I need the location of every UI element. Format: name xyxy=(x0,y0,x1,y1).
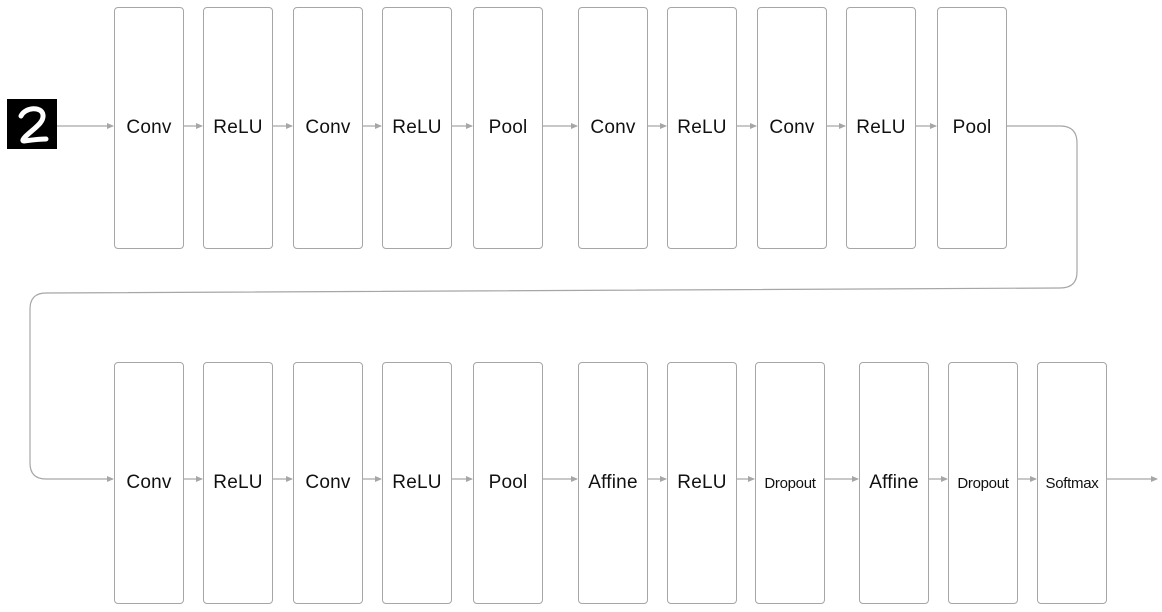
layer-affine-block: Affine xyxy=(859,362,929,604)
layer-affine-block: Affine xyxy=(578,362,648,604)
layer-conv-block: Conv xyxy=(114,362,184,604)
layer-relu-block: ReLU xyxy=(203,7,273,249)
layer-label: Affine xyxy=(588,472,638,493)
layer-conv-block: Conv xyxy=(293,7,363,249)
digit-two-icon xyxy=(18,106,49,144)
layer-label: Conv xyxy=(769,117,815,138)
layer-label: ReLU xyxy=(392,117,442,138)
layer-label: ReLU xyxy=(213,472,263,493)
layer-label: Conv xyxy=(590,117,636,138)
layer-conv-block: Conv xyxy=(114,7,184,249)
layer-label: Conv xyxy=(305,117,351,138)
layer-conv-block: Conv xyxy=(757,7,827,249)
layer-relu-block: ReLU xyxy=(382,362,452,604)
layer-label: Dropout xyxy=(764,474,816,492)
layer-label: Pool xyxy=(952,117,992,138)
layer-pool-block: Pool xyxy=(937,7,1007,249)
input-digit-image xyxy=(7,99,57,149)
layer-pool-block: Pool xyxy=(473,7,543,249)
layer-label: ReLU xyxy=(677,472,727,493)
layer-relu-block: ReLU xyxy=(846,7,916,249)
layer-label: ReLU xyxy=(677,117,727,138)
layer-relu-block: ReLU xyxy=(667,7,737,249)
layer-dropout-block: Dropout xyxy=(755,362,825,604)
layer-label: Conv xyxy=(305,472,351,493)
layer-label: ReLU xyxy=(392,472,442,493)
layer-label: Conv xyxy=(126,117,172,138)
layer-conv-block: Conv xyxy=(293,362,363,604)
wrap-arrow xyxy=(29,125,1078,482)
layer-softmax-block: Softmax xyxy=(1037,362,1107,604)
layer-label: Affine xyxy=(869,472,919,493)
layer-label: Softmax xyxy=(1045,474,1099,492)
layer-conv-block: Conv xyxy=(578,7,648,249)
layer-relu-block: ReLU xyxy=(203,362,273,604)
layer-label: Dropout xyxy=(957,474,1009,492)
layer-label: Pool xyxy=(488,117,528,138)
layer-relu-block: ReLU xyxy=(382,7,452,249)
layer-dropout-block: Dropout xyxy=(948,362,1018,604)
layer-pool-block: Pool xyxy=(473,362,543,604)
layer-label: Conv xyxy=(126,472,172,493)
layer-label: Pool xyxy=(488,472,528,493)
layer-relu-block: ReLU xyxy=(667,362,737,604)
layer-label: ReLU xyxy=(213,117,263,138)
layer-label: ReLU xyxy=(856,117,906,138)
